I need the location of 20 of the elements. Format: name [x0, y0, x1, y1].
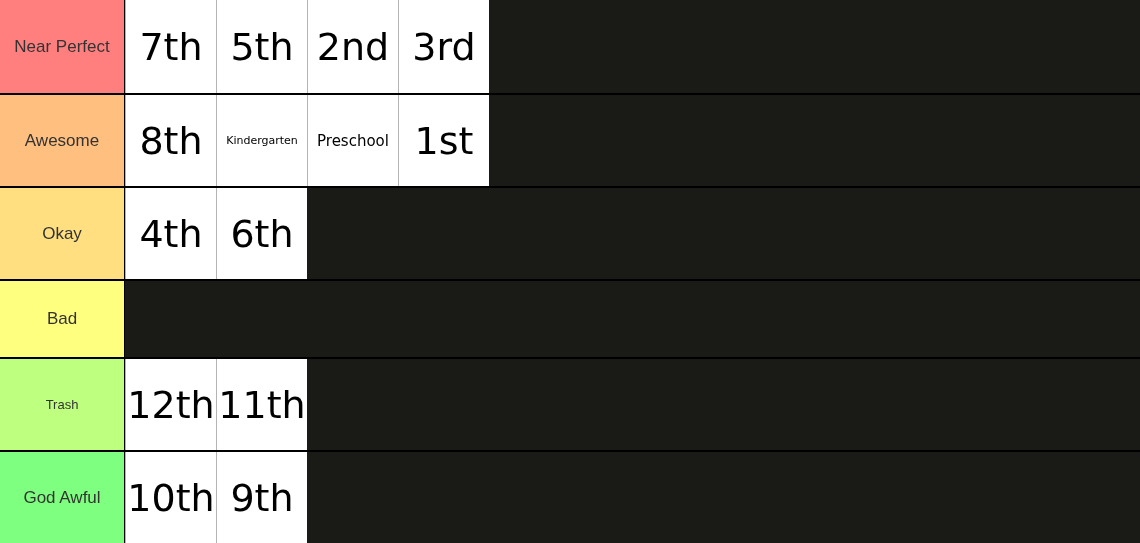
tier-label: Near Perfect — [0, 0, 125, 93]
tier-item: Preschool — [307, 95, 398, 186]
tier-label: Trash — [0, 359, 125, 450]
tier-item: 1st — [398, 95, 489, 186]
tier-label: Bad — [0, 281, 125, 357]
tier-item: 7th — [125, 0, 216, 93]
tier-item: 4th — [125, 188, 216, 279]
tier-item: 3rd — [398, 0, 489, 93]
tier-label: God Awful — [0, 452, 125, 543]
tier-item: 12th — [125, 359, 216, 450]
tier-label: Okay — [0, 188, 125, 279]
tier-item: 2nd — [307, 0, 398, 93]
tier-label: Awesome — [0, 95, 125, 186]
tier-item: 9th — [216, 452, 307, 543]
tier-item: 11th — [216, 359, 307, 450]
tier-item: 6th — [216, 188, 307, 279]
tier-item: 8th — [125, 95, 216, 186]
tier-item: 5th — [216, 0, 307, 93]
tier-item: Kindergarten — [216, 95, 307, 186]
tier-item: 10th — [125, 452, 216, 543]
